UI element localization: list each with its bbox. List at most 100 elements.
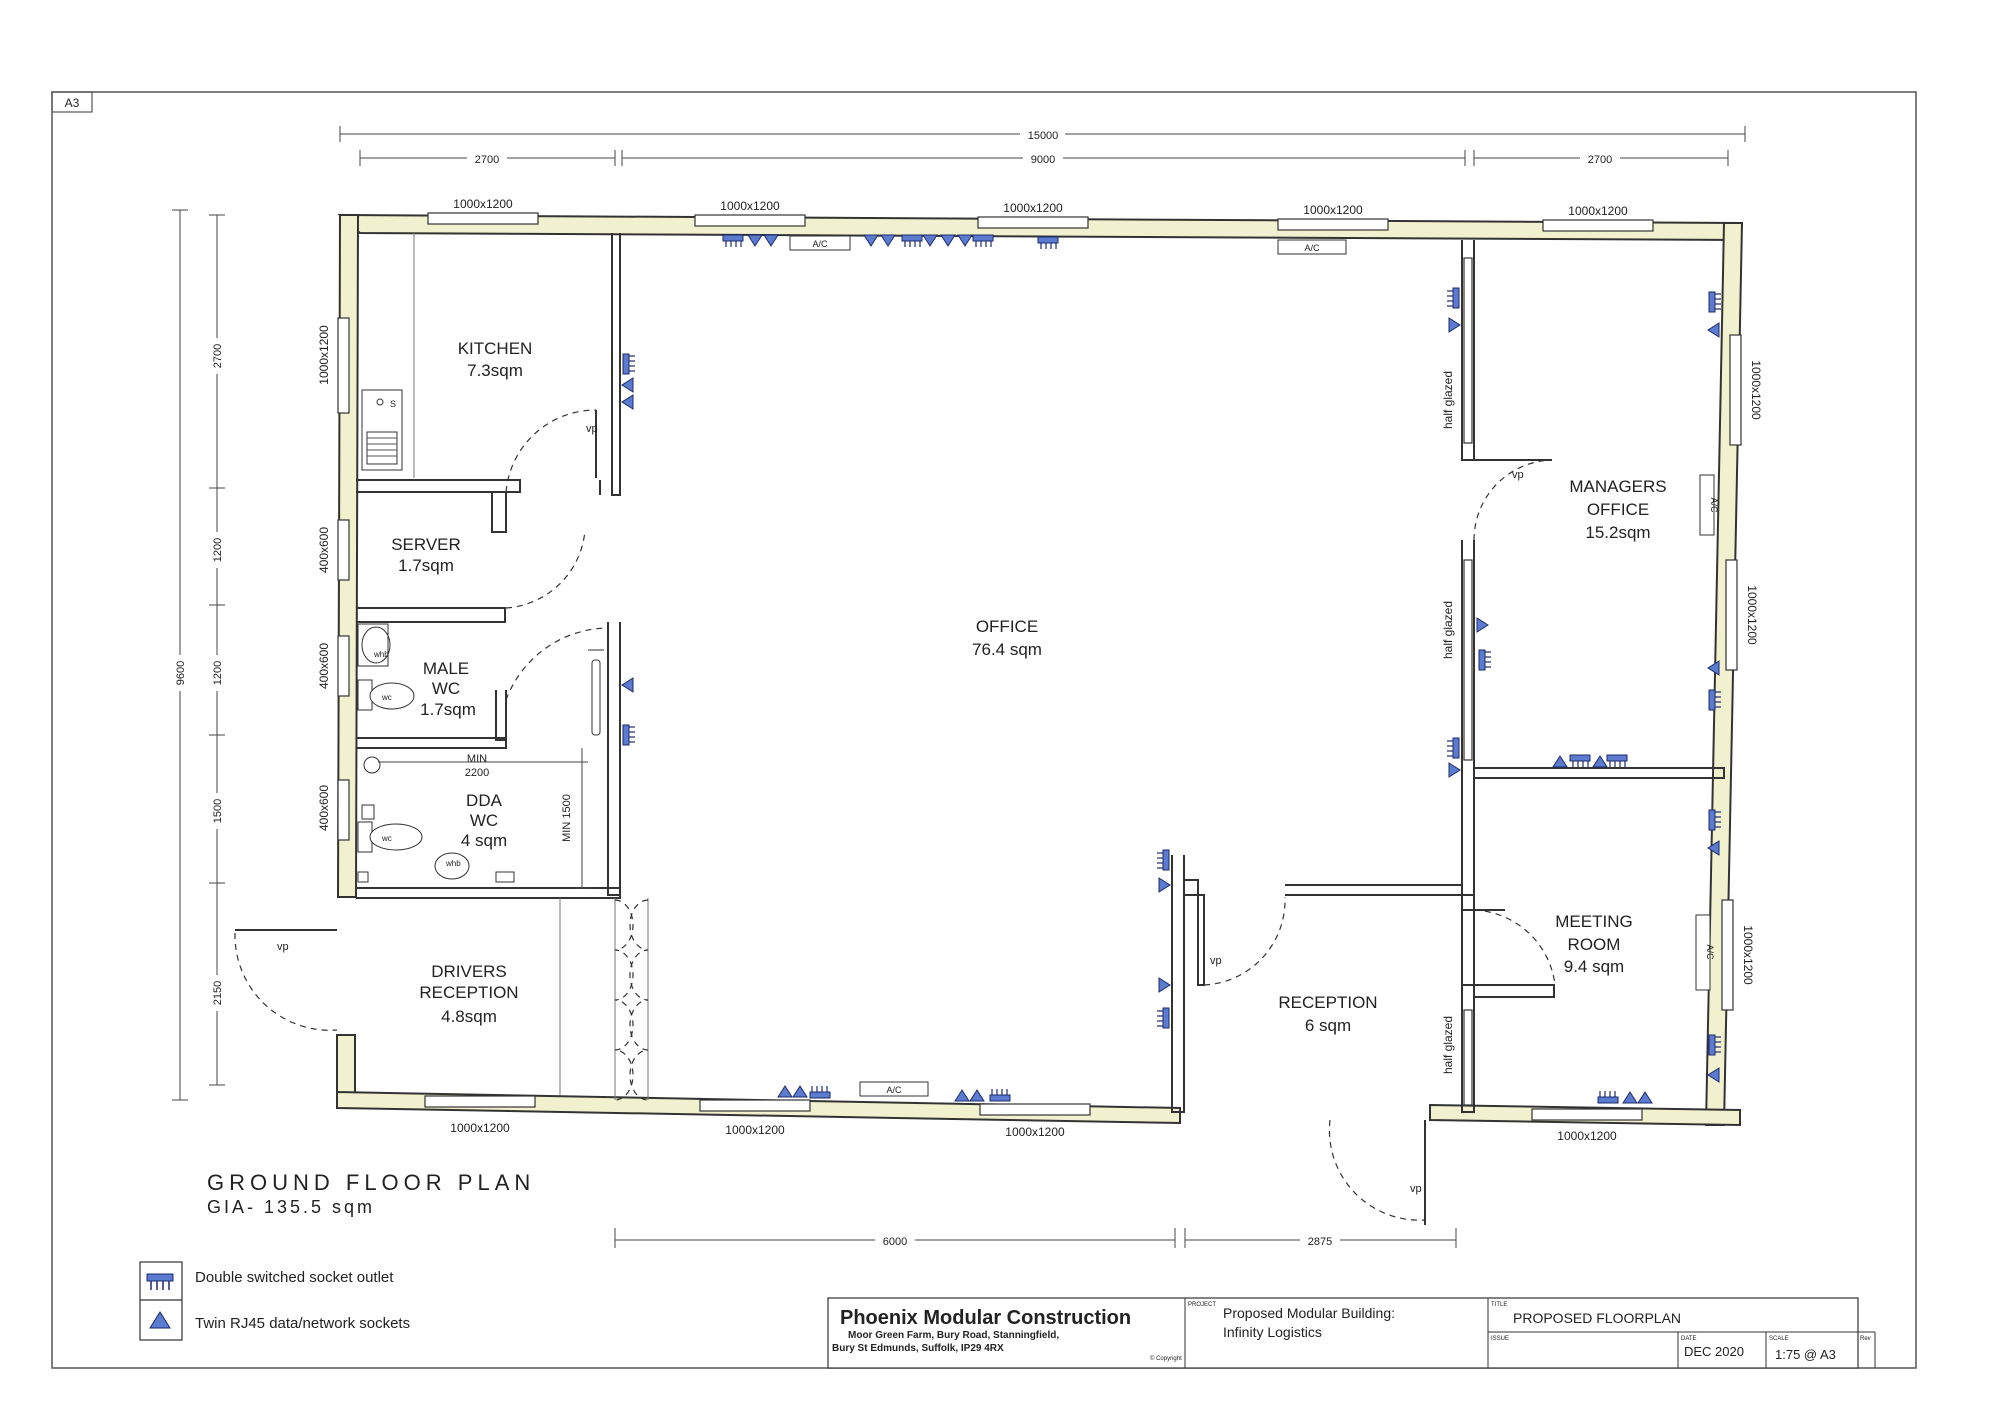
half-glazed-panels: half glazed half glazed half glazed <box>1441 257 1473 1106</box>
double-socket-icon <box>1478 649 1491 671</box>
dim-left-5: 2150 <box>212 981 224 1005</box>
network-socket-icon <box>863 234 879 247</box>
dim-left-1: 2700 <box>212 344 224 368</box>
double-socket-icon <box>1037 236 1059 249</box>
date-tag: DATE <box>1681 1336 1697 1342</box>
window-left-1: 1000x1200 <box>317 325 331 385</box>
room-meeting-area: 9.4 sqm <box>1564 957 1624 976</box>
network-socket-icon <box>621 377 634 393</box>
dim-left-2: 1200 <box>212 538 224 562</box>
dda-toilet-icon: wc <box>357 756 423 853</box>
ac-right-2: A/C <box>1705 944 1715 960</box>
double-socket-icon <box>1708 809 1721 831</box>
plan-subtitle: GIA- 135.5 sqm <box>207 1197 375 1217</box>
window-top-4: 1000x1200 <box>1303 203 1363 217</box>
window-bottom-4: 1000x1200 <box>1557 1129 1617 1143</box>
room-drivers-name-1: DRIVERS <box>431 962 507 981</box>
room-managers-name-2: OFFICE <box>1587 500 1649 519</box>
bottom-windows: 1000x1200 1000x1200 1000x1200 1000x1200 <box>424 1095 1643 1143</box>
room-male-wc-name-2: WC <box>432 679 460 698</box>
network-socket-icon <box>792 1085 808 1098</box>
window-right-3: 1000x1200 <box>1741 925 1755 985</box>
room-meeting-name-1: MEETING <box>1555 912 1632 931</box>
dim-left-3: 1200 <box>212 661 224 685</box>
network-socket-icon <box>747 234 763 247</box>
sink-icon: S <box>361 389 403 471</box>
interior-walls <box>356 233 1725 1113</box>
room-kitchen-name: KITCHEN <box>458 339 533 358</box>
rev-tag: Rev <box>1860 1336 1871 1342</box>
room-managers-name-1: MANAGERS <box>1569 477 1666 496</box>
svg-text:whb: whb <box>373 650 389 659</box>
socket-outlets <box>621 234 1721 1104</box>
network-socket-icon <box>777 1085 793 1098</box>
legend: Double switched socket outlet Twin RJ45 … <box>139 1261 410 1341</box>
svg-text:wc: wc <box>381 693 392 702</box>
room-server-area: 1.7sqm <box>398 556 454 575</box>
right-windows: 1000x1200 1000x1200 1000x1200 <box>1721 334 1763 1011</box>
project-tag: PROJECT <box>1188 1302 1216 1308</box>
network-socket-icon <box>763 234 779 247</box>
network-socket-icon <box>1707 660 1720 676</box>
network-socket-icon <box>1592 755 1608 768</box>
network-socket-icon <box>1448 762 1461 778</box>
svg-text:wc: wc <box>381 834 392 843</box>
network-socket-icon <box>621 677 634 693</box>
sheet-size-box <box>51 91 93 113</box>
window-bottom-2: 1000x1200 <box>725 1123 785 1137</box>
project-line-2: Infinity Logistics <box>1223 1324 1322 1340</box>
window-right-2: 1000x1200 <box>1745 585 1759 645</box>
double-socket-icon <box>1157 849 1170 871</box>
network-socket-icon <box>1707 840 1720 856</box>
network-socket-icon <box>969 1089 985 1102</box>
window-left-2: 400x600 <box>317 527 331 573</box>
project-line-1: Proposed Modular Building: <box>1223 1305 1395 1321</box>
vp-reception-inner: vp <box>1210 955 1222 967</box>
network-socket-icon <box>1707 1067 1720 1083</box>
company-name: Phoenix Modular Construction <box>840 1307 1131 1329</box>
network-socket-icon <box>621 394 634 410</box>
double-socket-icon <box>622 724 635 746</box>
window-left-3: 400x600 <box>317 643 331 689</box>
double-socket-icon <box>1447 737 1460 759</box>
room-dda-wc-name-2: WC <box>470 811 498 830</box>
room-labels: KITCHEN 7.3sqm SERVER 1.7sqm MALE WC 1.7… <box>391 339 1666 1035</box>
door-swings: vp vp vp vp vp <box>234 409 1556 1225</box>
network-socket-icon <box>1622 1091 1638 1104</box>
room-male-wc-area: 1.7sqm <box>420 700 476 719</box>
network-socket-icon <box>1707 322 1720 338</box>
double-socket-icon <box>1708 1034 1721 1056</box>
company-address-2: Bury St Edmunds, Suffolk, IP29 4RX <box>832 1343 1004 1354</box>
dim-left-total: 9600 <box>175 661 187 685</box>
window-top-2: 1000x1200 <box>720 199 780 213</box>
svg-text:whb: whb <box>445 859 461 868</box>
scale-tag: SCALE <box>1769 1336 1789 1342</box>
title-tag: TITLE <box>1491 1302 1507 1308</box>
ac-bottom: A/C <box>886 1085 902 1095</box>
vp-kitchen: vp <box>586 423 598 435</box>
basin-icon: whb <box>357 623 391 667</box>
double-socket-icon <box>972 234 994 247</box>
double-socket-icon <box>622 353 635 375</box>
network-socket-icon <box>149 1311 171 1329</box>
svg-text:S: S <box>390 399 396 409</box>
room-server-name: SERVER <box>391 535 461 554</box>
window-top-1: 1000x1200 <box>453 197 513 211</box>
top-dimensions: 15000 2700 9000 2700 <box>339 126 1746 166</box>
dda-min-label: MIN <box>467 753 487 765</box>
sheet-size-tag: A3 <box>65 96 80 110</box>
room-male-wc-name-1: MALE <box>423 659 469 678</box>
room-managers-area: 15.2sqm <box>1585 523 1650 542</box>
network-socket-icon <box>1448 317 1461 333</box>
network-socket-icon <box>1158 877 1171 893</box>
issue-tag: ISSUE <box>1491 1336 1509 1342</box>
double-socket-icon <box>1708 291 1721 313</box>
drawing-title: PROPOSED FLOORPLAN <box>1513 1310 1681 1326</box>
dim-top-left: 2700 <box>475 154 499 166</box>
double-socket-icon <box>809 1086 831 1099</box>
vp-drivers: vp <box>277 941 289 953</box>
network-socket-icon <box>1158 977 1171 993</box>
double-socket-icon <box>901 234 923 247</box>
window-top-5: 1000x1200 <box>1568 204 1628 218</box>
double-socket-icon <box>1708 689 1721 711</box>
